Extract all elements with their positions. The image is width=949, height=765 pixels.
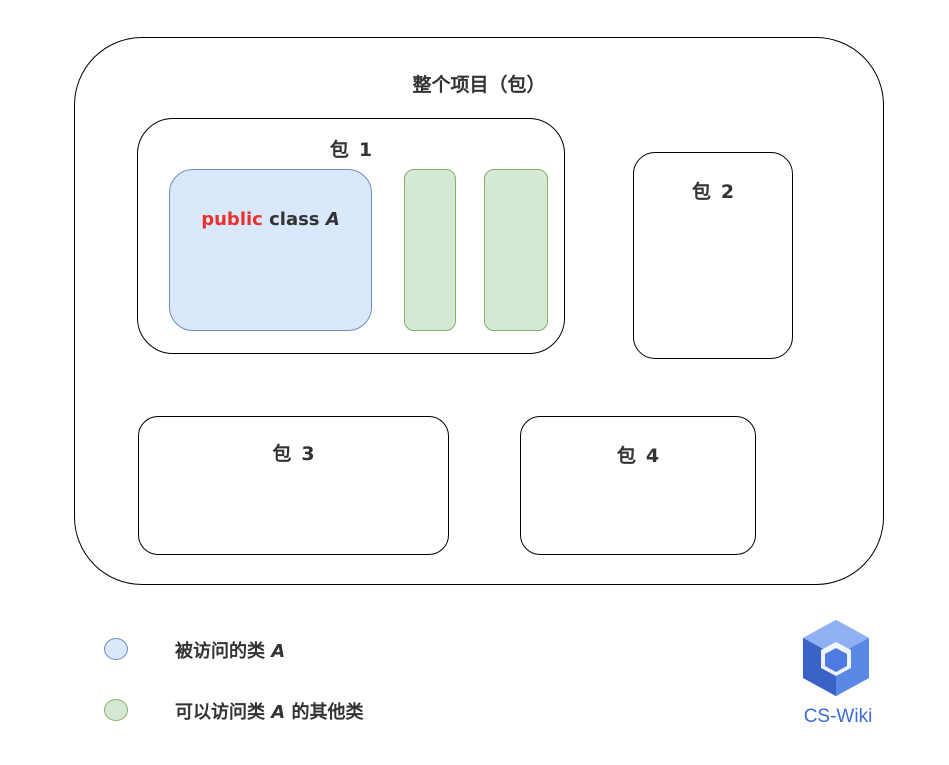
class-a-label: public class A — [170, 209, 371, 230]
cs-wiki-logo: CS-Wiki — [788, 618, 888, 738]
class-name: A — [325, 209, 340, 230]
other-class-box-1 — [404, 169, 456, 331]
legend-text-accessed-class: 被访问的类 A — [175, 641, 286, 662]
cube-logo-icon — [803, 620, 869, 696]
legend-green-swatch — [104, 699, 128, 721]
logo-text: CS-Wiki — [803, 706, 873, 727]
project-title: 整个项目（包） — [412, 74, 546, 96]
class-a-box: public class A — [169, 169, 372, 331]
legend-blue-swatch — [104, 638, 128, 660]
legend-text-other-classes: 可以访问类 A 的其他类 — [175, 702, 364, 723]
other-class-box-2 — [484, 169, 548, 331]
class-keyword: class — [269, 209, 320, 230]
public-keyword: public — [201, 209, 263, 230]
